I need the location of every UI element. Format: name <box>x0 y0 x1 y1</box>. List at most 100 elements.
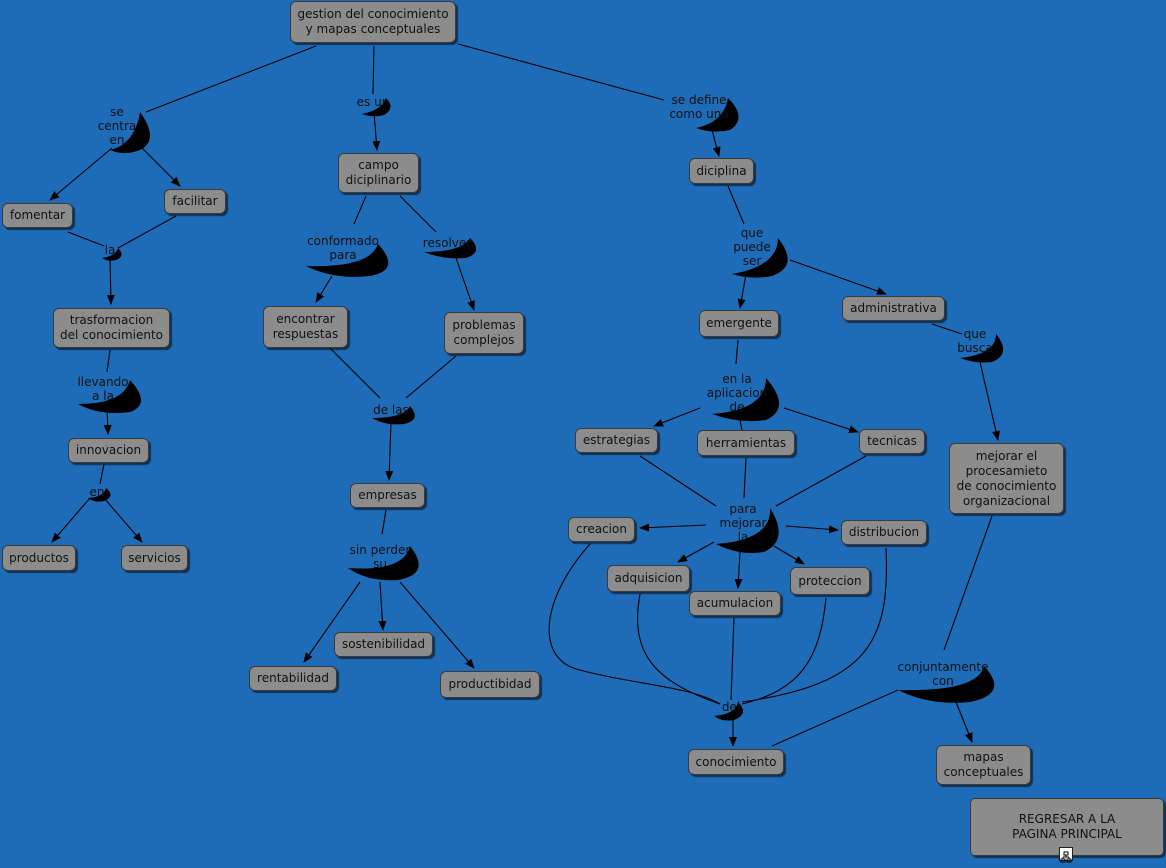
concept-estrategias[interactable]: estrategias <box>575 428 658 453</box>
link-esun-campo <box>372 111 381 151</box>
link-label-es-un: es un <box>356 95 390 109</box>
swoosh-sin-perder <box>348 546 419 581</box>
link-adquisicion-del <box>637 593 721 705</box>
concept-trasformacion[interactable]: trasformacion del conocimiento <box>53 308 170 348</box>
concept-encontrar[interactable]: encontrar respuestas <box>263 306 348 348</box>
link-label-resolver: resolver <box>422 236 472 250</box>
swoosh-llevando <box>78 380 141 413</box>
link-trasformacion-llevando <box>106 349 111 373</box>
swoosh-en <box>88 488 111 502</box>
link-para-distribucion <box>785 525 839 534</box>
concept-acumulacion[interactable]: acumulacion <box>689 591 781 616</box>
link-label-del: del <box>721 700 741 714</box>
link-secentra-facilitar <box>141 147 181 187</box>
link-llevando-innovacion <box>103 405 112 435</box>
concept-facilitar[interactable]: facilitar <box>164 189 226 214</box>
concept-adquisicion[interactable]: adquisicion <box>607 565 690 592</box>
concept-distribucion[interactable]: distribucion <box>841 520 927 545</box>
link-conformado-encontrar <box>315 275 333 303</box>
swoosh-del <box>714 702 744 721</box>
concept-emergente[interactable]: emergente <box>699 310 779 337</box>
link-sedefine-diciplina <box>711 129 721 157</box>
swoosh-de-las <box>372 406 415 425</box>
concept-tecnicas[interactable]: tecnicas <box>859 429 925 454</box>
link-gestion-secentra <box>145 45 317 113</box>
concept-administrativa[interactable]: administrativa <box>842 296 945 321</box>
concept-map-icon[interactable] <box>1059 847 1073 863</box>
link-aplicacion-estrategias <box>653 407 701 427</box>
link-label-para-mejorar: para mejorar la <box>719 502 767 544</box>
swoosh-que-busca <box>960 334 1004 363</box>
concept-creacion[interactable]: creacion <box>568 517 635 542</box>
link-label-de-las: de las <box>373 403 409 417</box>
return-home-button[interactable]: REGRESAR A LA PAGINA PRINCIPAL <box>970 798 1164 856</box>
link-innovacion-en <box>99 463 105 485</box>
link-conjuntamente-mapas <box>955 701 973 743</box>
link-campo-resolver <box>399 195 437 233</box>
concept-productibidad[interactable]: productibidad <box>440 671 540 698</box>
link-label-en-la-aplicacion: en la aplicacion de <box>706 372 768 414</box>
concept-herramientas[interactable]: herramientas <box>697 430 795 456</box>
link-para-acumulacion <box>734 551 743 589</box>
link-label-se-define: se define como una <box>669 93 729 121</box>
link-para-creacion <box>639 523 707 532</box>
swoosh-conformado <box>306 244 389 277</box>
swoosh-aplicacion <box>712 378 779 422</box>
link-quebusca-mejorar <box>979 361 1000 441</box>
link-administrativa-quebusca <box>931 323 963 335</box>
link-fomentar-la <box>67 231 105 247</box>
link-en-servicios <box>103 497 143 543</box>
concept-diciplina[interactable]: diciplina <box>689 158 754 184</box>
link-creacion-del <box>548 543 721 705</box>
concept-productos[interactable]: productos <box>2 545 76 571</box>
concept-mapas[interactable]: mapas conceptuales <box>936 745 1031 785</box>
concept-innovacion[interactable]: innovacion <box>68 438 149 463</box>
link-encontrar-delas <box>329 347 381 399</box>
link-mejorar-conjuntamente <box>943 515 993 651</box>
link-delas-empresas <box>385 421 394 481</box>
swoosh-que-puede <box>732 238 788 278</box>
link-distribucion-del <box>741 547 887 703</box>
concept-proteccion[interactable]: proteccion <box>790 567 870 595</box>
link-herramientas-para <box>743 457 747 499</box>
link-aplicacion-herramientas <box>739 419 743 431</box>
link-label-conjuntamente: conjuntamente con <box>897 660 989 688</box>
link-gestion-esun <box>372 45 375 95</box>
link-aplicacion-tecnicas <box>783 407 859 434</box>
link-sinperder-rentabilidad <box>303 581 361 663</box>
concept-map-icon-glyph <box>1060 851 1072 863</box>
link-quepuede-emergente <box>737 273 747 309</box>
link-label-conformado: conformado para <box>307 234 379 262</box>
concept-servicios[interactable]: servicios <box>121 545 188 571</box>
link-secentra-fomentar <box>49 147 113 201</box>
link-diciplina-quepuede <box>727 185 745 225</box>
concept-sostenibilidad[interactable]: sostenibilidad <box>334 632 433 657</box>
concept-conocimiento[interactable]: conocimiento <box>688 749 784 775</box>
swoosh-la <box>102 248 122 261</box>
link-resolver-problemas <box>455 257 475 311</box>
concept-rentabilidad[interactable]: rentabilidad <box>249 666 337 691</box>
link-emergente-aplicacion <box>735 339 739 365</box>
swoosh-es-un <box>362 98 391 117</box>
swoosh-para-mejorar <box>716 508 779 553</box>
link-label-sin-perder: sin perder su <box>349 543 411 571</box>
concept-gestion[interactable]: gestion del conocimiento y mapas concept… <box>290 1 456 43</box>
link-campo-conformado <box>353 195 367 225</box>
link-acumulacion-del <box>730 617 735 701</box>
link-conocimiento-conjuntamente <box>771 689 899 747</box>
concept-fomentar[interactable]: fomentar <box>2 203 73 228</box>
link-label-se-centra-en: se centra en <box>97 105 137 147</box>
link-estrategias-para <box>639 455 717 507</box>
concept-campo[interactable]: campo diciplinario <box>338 153 419 193</box>
concept-empresas[interactable]: empresas <box>350 483 425 508</box>
link-proteccion-del <box>741 597 827 705</box>
concept-mejorar[interactable]: mejorar el procesamieto de conocimiento … <box>949 443 1064 514</box>
swoosh-resolver <box>424 238 477 259</box>
concept-problemas[interactable]: problemas complejos <box>444 312 524 354</box>
link-problemas-delas <box>405 355 457 399</box>
swoosh-se-define <box>696 98 739 132</box>
link-para-adquisicion <box>677 541 715 563</box>
swoosh-conjuntamente <box>898 666 995 703</box>
link-para-proteccion <box>773 545 805 565</box>
